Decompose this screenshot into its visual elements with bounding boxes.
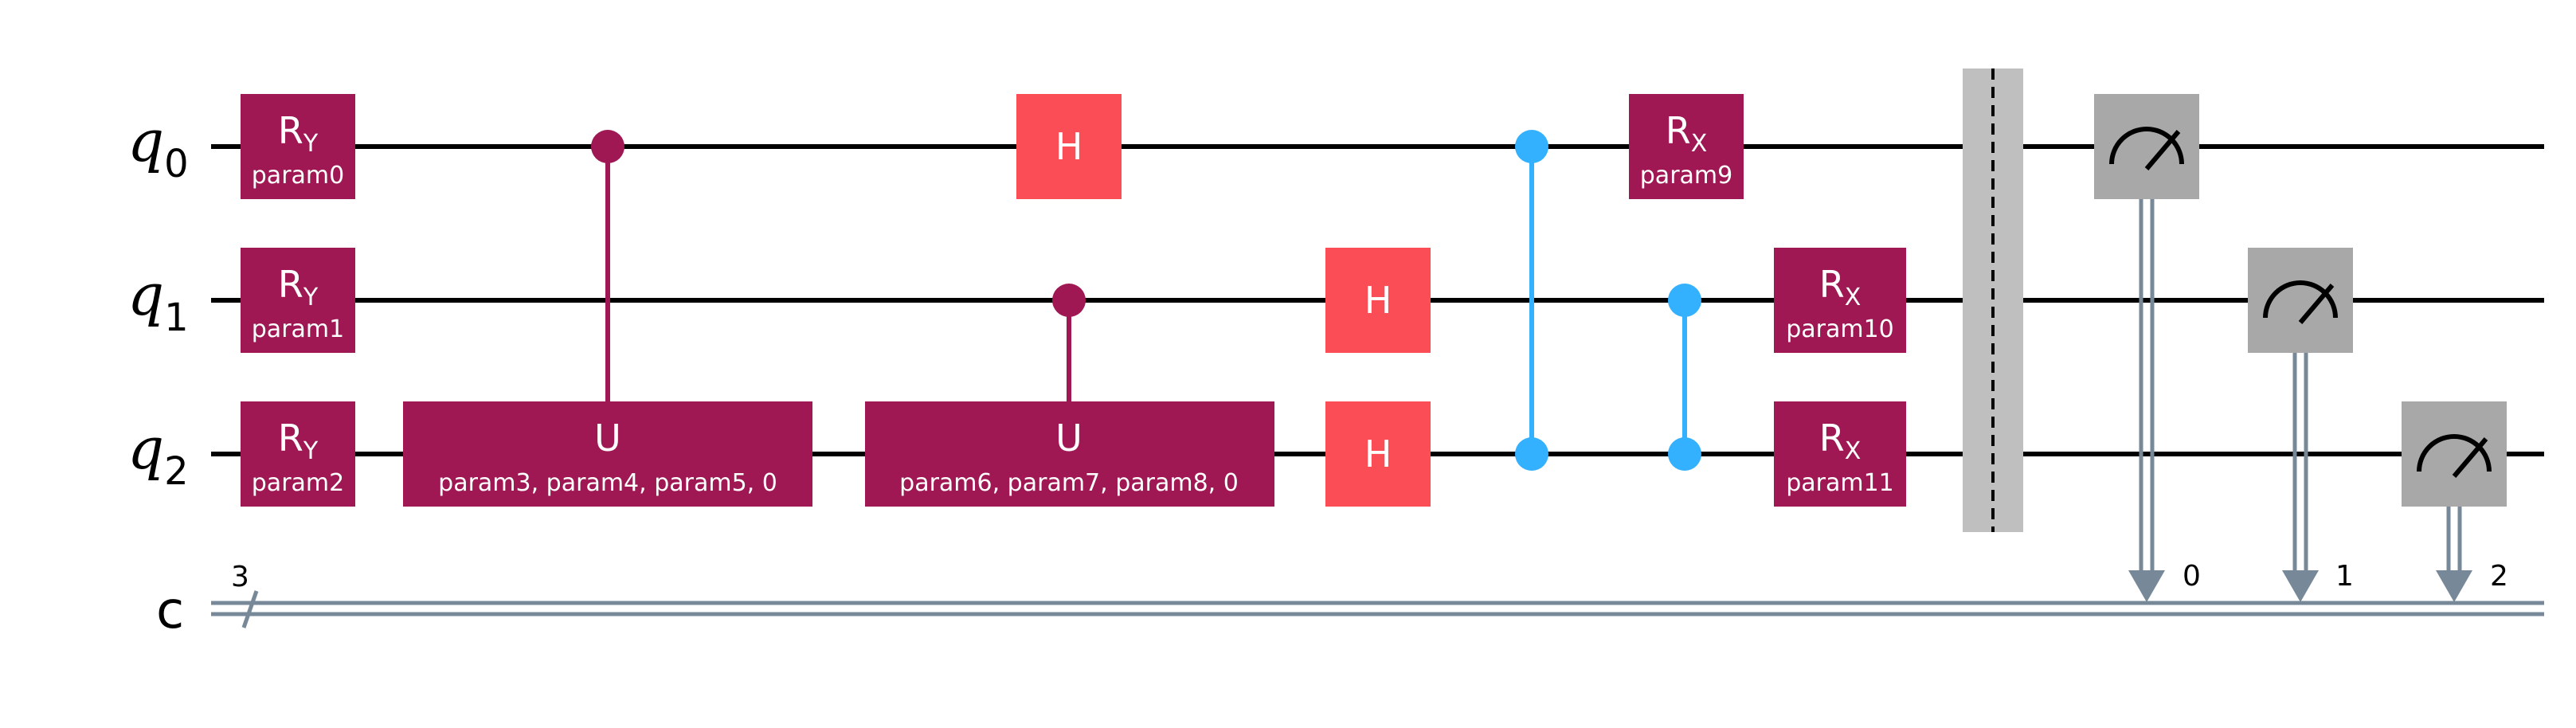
ry-gate-1-name: R — [278, 263, 303, 306]
qubit-label-2-index: 2 — [164, 449, 189, 494]
measure-0-box — [2094, 94, 2199, 199]
ry-gate-2[interactable]: RY param2 — [241, 401, 355, 507]
classical-size-label: 3 — [231, 561, 249, 593]
rx-gate-1-name: R — [1819, 263, 1845, 306]
cu-gate-0-box — [403, 401, 812, 507]
cu-gate-1-params: param6, param7, param8, 0 — [899, 469, 1239, 497]
qubit-label-2: q2 — [127, 415, 189, 494]
ry-gate-2-param: param2 — [252, 469, 344, 497]
ry-gate-2-name: R — [278, 417, 303, 460]
measure-0-bit-label: 0 — [2183, 560, 2201, 593]
cu-gate-0-control-dot — [591, 130, 624, 163]
cz-gate-0-dot-top — [1515, 130, 1548, 163]
measure-1-arrow — [2282, 570, 2319, 602]
rx-gate-0-sub: X — [1691, 130, 1708, 158]
ry-gate-1[interactable]: RY param1 — [241, 248, 355, 353]
measure-gate-1[interactable]: 1 — [2248, 248, 2354, 602]
measure-0-meter-arc — [2109, 127, 2184, 165]
rx-gate-1[interactable]: RX param10 — [1774, 248, 1906, 353]
measure-gate-2[interactable]: 2 — [2402, 401, 2508, 602]
rx-gate-0-param: param9 — [1640, 162, 1732, 190]
measure-1-box — [2248, 248, 2353, 353]
measure-1-meter-needle — [2298, 284, 2335, 324]
rx-gate-2-param: param11 — [1786, 469, 1894, 497]
measure-0-arrow — [2128, 570, 2165, 602]
qubit-label-0-name: q — [127, 108, 164, 174]
ry-gate-0-param: param0 — [252, 162, 344, 190]
rx-gate-2[interactable]: RX param11 — [1774, 401, 1906, 507]
cz-gate-1-dot-top — [1668, 284, 1701, 317]
ry-gate-0-name: R — [278, 109, 303, 152]
qubit-label-0: q0 — [127, 108, 189, 186]
qubit-label-2-name: q — [127, 415, 164, 482]
barrier[interactable] — [1963, 68, 2023, 532]
measure-2-arrow — [2436, 570, 2472, 602]
h-gate-0-label: H — [1055, 125, 1083, 168]
svg-text:RX: RX — [1819, 417, 1862, 465]
ry-gate-2-sub: Y — [303, 437, 319, 465]
cu-gate-1[interactable]: U param6, param7, param8, 0 — [865, 284, 1274, 507]
ry-gate-1-param: param1 — [252, 315, 344, 343]
cu-gate-1-control-dot — [1052, 284, 1086, 317]
cu-gate-0[interactable]: U param3, param4, param5, 0 — [403, 130, 812, 507]
measure-2-meter-needle — [2452, 437, 2488, 478]
qubit-label-1-index: 1 — [164, 296, 189, 340]
ry-gate-1-sub: Y — [303, 284, 319, 311]
cu-gate-0-name: U — [594, 417, 621, 460]
measure-2-bit-label: 2 — [2490, 560, 2508, 593]
h-gate-1-label: H — [1364, 279, 1392, 322]
measure-0-meter-needle — [2144, 130, 2181, 170]
svg-text:RX: RX — [1666, 109, 1708, 158]
h-gate-2[interactable]: H — [1325, 401, 1431, 507]
ry-gate-0-sub: Y — [303, 130, 319, 158]
svg-text:RX: RX — [1819, 263, 1862, 311]
rx-gate-0-name: R — [1666, 109, 1691, 152]
h-gate-2-label: H — [1364, 432, 1392, 476]
cz-gate-1[interactable] — [1668, 284, 1701, 471]
measure-1-meter-arc — [2263, 280, 2338, 319]
qubit-label-1-name: q — [127, 261, 164, 328]
rx-gate-1-param: param10 — [1786, 315, 1894, 343]
rx-gate-0[interactable]: RX param9 — [1629, 94, 1744, 199]
measure-gate-0[interactable]: 0 — [2094, 94, 2201, 602]
cu-gate-1-name: U — [1055, 417, 1082, 460]
qubit-label-1: q1 — [127, 261, 189, 340]
classical-label: c — [156, 581, 184, 640]
cz-gate-0[interactable] — [1515, 130, 1548, 471]
rx-gate-1-sub: X — [1845, 284, 1862, 311]
svg-text:RY: RY — [278, 109, 319, 158]
cu-gate-0-params: param3, param4, param5, 0 — [438, 469, 777, 497]
cz-gate-0-dot-bottom — [1515, 437, 1548, 471]
ry-gate-0[interactable]: RY param0 — [241, 94, 355, 199]
cz-gate-1-dot-bottom — [1668, 437, 1701, 471]
svg-text:RY: RY — [278, 263, 319, 311]
classical-bundle-slash — [241, 590, 259, 628]
rx-gate-2-name: R — [1819, 417, 1845, 460]
h-gate-1[interactable]: H — [1325, 248, 1431, 353]
cu-gate-1-box — [865, 401, 1274, 507]
h-gate-0[interactable]: H — [1016, 94, 1122, 199]
svg-text:RY: RY — [278, 417, 319, 465]
measure-2-box — [2402, 401, 2507, 507]
qubit-label-0-index: 0 — [164, 142, 189, 186]
measure-1-bit-label: 1 — [2335, 560, 2354, 593]
measure-2-meter-arc — [2417, 434, 2492, 472]
rx-gate-2-sub: X — [1845, 437, 1862, 465]
